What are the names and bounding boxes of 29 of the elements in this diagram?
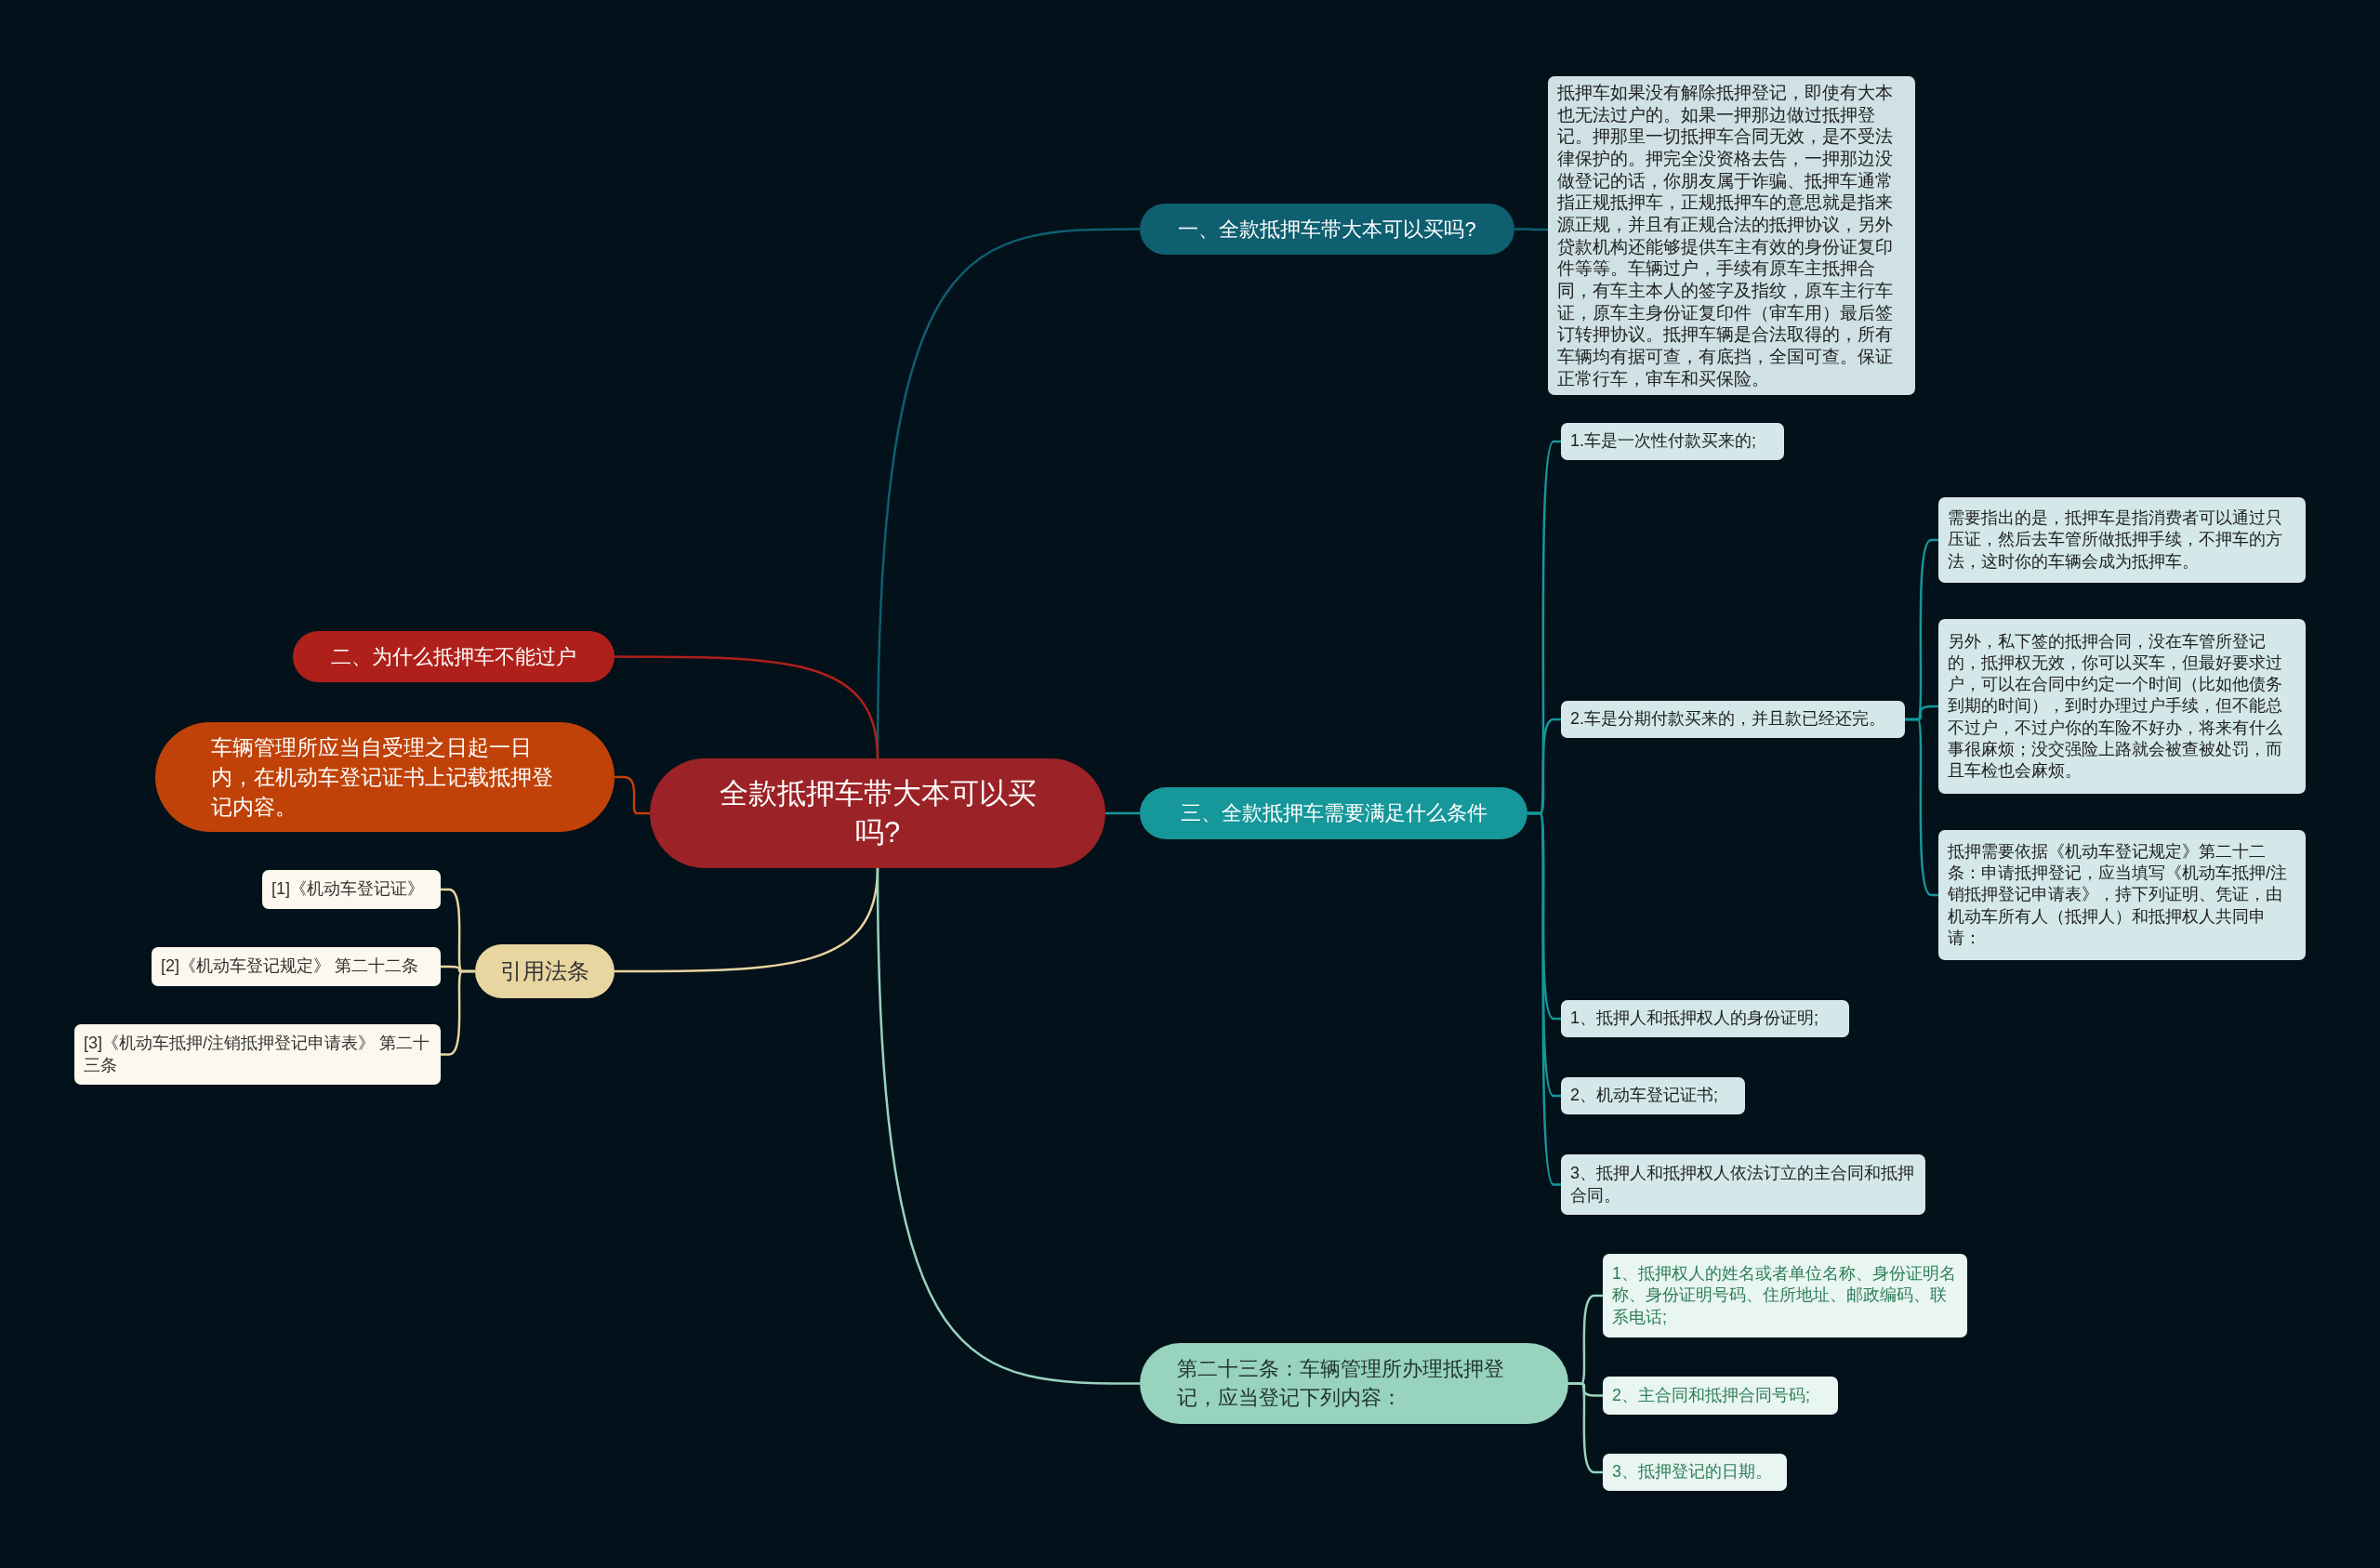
text-card: 1、抵押权人的姓名或者单位名称、身份证明名称、身份证明号码、住所地址、邮政编码、联系电话; (1603, 1254, 1967, 1337)
topic-pill: 一、全款抵押车带大本可以买吗? (1140, 204, 1514, 255)
text-card: 2、主合同和抵押合同号码; (1603, 1377, 1838, 1415)
text-card: 3、抵押登记的日期。 (1603, 1454, 1787, 1491)
topic-pill: 二、为什么抵押车不能过户 (293, 631, 615, 682)
text-card: 需要指出的是，抵押车是指消费者可以通过只压证，然后去车管所做抵押手续，不押车的方法，这时你的车辆会成为抵押车。 (1938, 497, 2306, 583)
connector (1105, 811, 1140, 815)
text-card: [2]《机动车登记规定》 第二十二条 (152, 947, 441, 986)
text-card: 1、抵押人和抵押权人的身份证明; (1561, 1000, 1849, 1037)
text-card: 抵押车如果没有解除抵押登记，即使有大本也无法过户的。如果一押那边做过抵押登记。押那里一切抵押车合同无效，是不受法律保护的。押完全没资格去告，一押那边没做登记的话，你朋友属于诈骗、抵押车通常指正规抵押车，正规抵押车的意思就是指来源正规，并且有正规合法的抵押协议，另外贷款机构还能够提供车主有效的身份证复印件等等。车辆过户，手续有原车主抵押合同，有车主本人的签字及指纹，原车主行车证，原车主身份证复印件（审车用）最后签订转押协议。抵押车辆是合法取得的，所有车辆均有据可查，有底挡，全国可查。保证正常行车，审车和买保险。 (1548, 76, 1915, 396)
topic-pill: 第二十三条：车辆管理所办理抵押登记，应当登记下列内容： (1140, 1343, 1568, 1424)
topic-pill: 引用法条 (475, 944, 615, 998)
text-card: 2.车是分期付款买来的，并且款已经还完。 (1561, 701, 1905, 738)
connector (1514, 228, 1548, 231)
connector (876, 868, 1140, 1385)
text-card: 抵押需要依据《机动车登记规定》第二十二条：申请抵押登记，应当填写《机动车抵押/注销抵押登记申请表》，持下列证明、凭证，由机动车所有人（抵押人）和抵押权人共同申请： (1938, 830, 2306, 960)
connector (615, 775, 650, 815)
text-card: [1]《机动车登记证》 (262, 870, 441, 909)
text-card: 3、抵押人和抵押权人依法订立的主合同和抵押合同。 (1561, 1154, 1925, 1215)
text-card: 另外，私下签的抵押合同，没在车管所登记的，抵押权无效，你可以买车，但最好要求过户，可以在合同中约定一个时间（比如他债务到期的时间），到时办理过户手续，但不能总不过户，不过户你的车险不好办，将来有什么事很麻烦；没交强险上路就会被查被处罚，而且车检也会麻烦。 (1938, 619, 2306, 794)
connector (615, 655, 879, 759)
text-card: 1.车是一次性付款买来的; (1561, 423, 1784, 460)
connector (1905, 718, 1938, 897)
text-card: [3]《机动车抵押/注销抵押登记申请表》 第二十三条 (74, 1024, 441, 1085)
topic-pill: 三、全款抵押车需要满足什么条件 (1140, 787, 1527, 839)
text-card: 2、机动车登记证书; (1561, 1077, 1745, 1114)
central-topic: 全款抵押车带大本可以买吗? (650, 758, 1105, 868)
topic-pill: 车辆管理所应当自受理之日起一日内，在机动车登记证书上记载抵押登记内容。 (155, 722, 615, 832)
connector (1527, 811, 1561, 1186)
